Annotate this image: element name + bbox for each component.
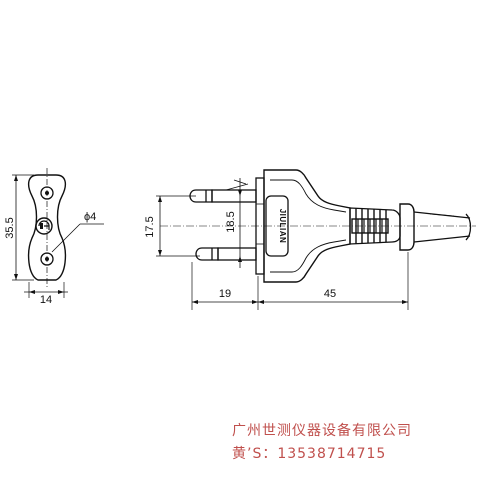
label-height-total: 35.5 [4, 217, 16, 238]
hole-diameter-leader [51, 223, 81, 253]
power-cable [413, 211, 472, 243]
label-body-length: 45 [324, 288, 336, 300]
brand-mark-text: JIULIAN [278, 209, 287, 244]
logo-icon [35, 217, 53, 235]
pin-bottom [195, 247, 257, 261]
plug-front-view [12, 168, 104, 298]
label-pin-spacing: 17.5 [144, 216, 156, 237]
label-hole-diameter: ϕ4 [84, 211, 96, 223]
plug-side-view [156, 169, 476, 310]
label-pin-length: 19 [219, 288, 231, 300]
contact-caption: 黄’S：13538714715 [232, 446, 387, 462]
label-pin-width: 18.5 [225, 211, 237, 232]
pin-top [189, 189, 257, 203]
label-width-face: 14 [40, 294, 52, 306]
cable-end-cap [399, 203, 415, 251]
front-outline [27, 174, 67, 281]
company-name-caption: 广州世测仪器设备有限公司 [232, 423, 412, 439]
